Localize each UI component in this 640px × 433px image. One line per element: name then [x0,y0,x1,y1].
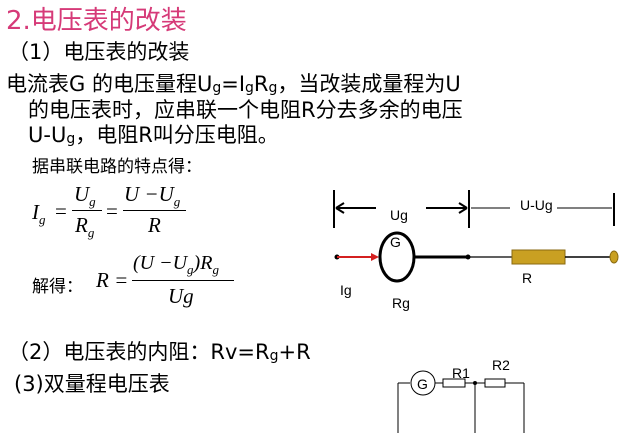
section2-heading: （2）电压表的内阻：Rv=Rg+R [8,336,311,366]
fraction2-den: R [148,213,161,237]
label-r1: R1 [452,365,470,381]
text: R [75,213,88,237]
arrowhead-icon [458,202,468,214]
text: I [32,200,39,224]
para-line-2: 的电压表时，应串联一个电阻R分去多余的电压 [28,98,463,122]
fraction-den: Ug [168,284,194,308]
text: =I [221,72,246,96]
fraction1-bar [72,210,102,211]
label-g: G [390,234,401,250]
label-g: G [417,376,428,392]
equals: = [106,199,118,223]
subscript: g [268,80,278,96]
subscript: g [187,262,194,277]
fraction-bar [132,280,234,281]
formula-lhs: Ig [32,200,46,228]
para-line-1: 电流表G 的电压量程Ug=IgRg，当改装成量程为U [6,68,461,98]
subscript: g [269,348,279,364]
terminal-icon [609,250,619,264]
fraction-num: (U −Ug)Rg [133,252,219,278]
text: U-U [28,123,67,147]
subscript: g [87,225,95,240]
text: ，当改装成量程为U [277,72,461,96]
subscript: g [39,212,46,227]
subscript: g [173,194,181,209]
text: +R [278,340,311,364]
solve-label: 解得： [32,277,83,296]
text: R [253,72,269,96]
text: U [74,182,90,206]
label-ug: Ug [390,207,408,223]
series-note: 据串联电路的特点得： [32,157,202,176]
label-ig: Ig [340,282,352,298]
text: （2）电压表的内阻：Rv=R [8,340,270,364]
text: U −U [124,182,174,206]
resistor-r2-icon [484,378,506,388]
fraction2-num: U −Ug [124,182,180,210]
arrowhead-icon [335,202,345,214]
formula-lhs: R = [96,268,129,292]
text: (U −U [133,252,188,274]
label-r2: R2 [492,357,510,373]
text: )R [193,252,213,274]
slide-title: 2.电压表的改装 [6,6,187,36]
arrowhead-icon [371,253,379,261]
section1-heading: （1）电压表的改装 [8,40,190,64]
voltage-divider-diagram: Ug U-Ug G R Ig Rg [333,190,619,311]
label-rg: Rg [392,295,410,311]
fraction1-num: Ug [74,182,96,210]
fraction1-den: Rg [75,213,94,241]
section3-heading: (3)双量程电压表 [14,372,170,396]
text: 电流表G 的电压量程U [6,72,213,96]
subscript: g [212,80,222,96]
equals: = [55,199,67,223]
fraction2-bar [123,210,186,211]
para-line-3: U-Ug，电阻R叫分压电阻。 [28,119,279,149]
label-u-minus-ug: U-Ug [520,197,553,213]
subscript: g [212,262,219,277]
label-r: R [522,270,532,286]
text: ，电阻R叫分压电阻。 [75,123,279,147]
subscript: g [89,194,96,209]
dual-range-diagram: G R1 R2 [397,357,525,433]
subscript: g [245,80,254,96]
subscript: g [66,131,76,147]
resistor-icon [511,249,566,265]
